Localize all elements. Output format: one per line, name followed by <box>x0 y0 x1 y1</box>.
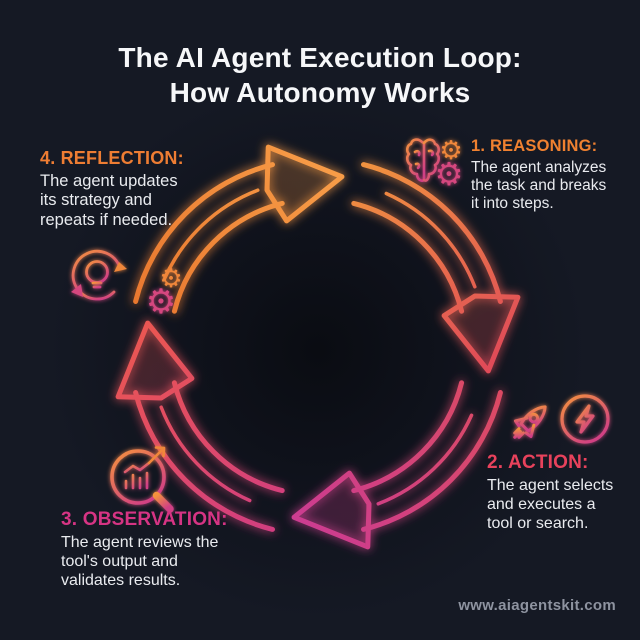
step-observation: 3. OBSERVATION: The agent reviews the to… <box>61 509 228 591</box>
lightbulb-refresh-icon <box>71 249 127 301</box>
reasoning-description: The agent analyzes the task and breaks i… <box>471 159 607 212</box>
step-reflection: 4. REFLECTION: The agent updates its str… <box>40 148 184 230</box>
gear-icon: ⚙ <box>159 264 182 294</box>
refresh-arrowhead <box>71 284 83 297</box>
action-icon-group <box>513 394 610 444</box>
loop-arrow-bottom <box>291 380 503 550</box>
observation-label: 3. OBSERVATION: <box>61 509 228 530</box>
gear-icon: ⚙ <box>146 282 176 322</box>
step-reasoning: 1. REASONING: The agent analyzes the tas… <box>471 137 606 213</box>
brain-icon <box>405 138 441 182</box>
gear-icon: ⚙ <box>435 155 464 193</box>
action-description: The agent selects and executes a tool or… <box>487 477 614 532</box>
arrowhead-left <box>115 320 195 401</box>
loop-arrow-left <box>115 320 285 532</box>
loop-arrow-top <box>133 144 345 314</box>
reflection-description: The agent updates its strategy and repea… <box>40 172 178 229</box>
arrowhead-bottom <box>291 470 372 550</box>
gears-on-ring-group: ⚙ ⚙ <box>146 264 183 322</box>
gear-icon: ⚙ <box>439 136 462 166</box>
loop-ring <box>115 144 521 550</box>
action-label: 2. ACTION: <box>487 452 589 473</box>
reflection-label: 4. REFLECTION: <box>40 148 184 168</box>
page-title: The AI Agent Execution Loop: How Autonom… <box>118 42 522 108</box>
loop-arrow-right <box>351 162 521 374</box>
arrowhead-top <box>264 144 345 224</box>
rocket-icon <box>513 405 547 439</box>
reasoning-icon-group: ⚙ ⚙ <box>405 136 464 193</box>
arrowhead-right <box>441 293 521 374</box>
magnifier-chart-icon <box>110 446 174 513</box>
website-url: www.aiagentskit.com <box>458 597 616 614</box>
lightning-circle-icon <box>560 394 610 444</box>
step-action: 2. ACTION: The agent selects and execute… <box>487 452 613 534</box>
reasoning-label: 1. REASONING: <box>471 137 598 155</box>
observation-description: The agent reviews the tool's output and … <box>61 534 219 589</box>
refresh-arrowhead <box>114 262 127 272</box>
